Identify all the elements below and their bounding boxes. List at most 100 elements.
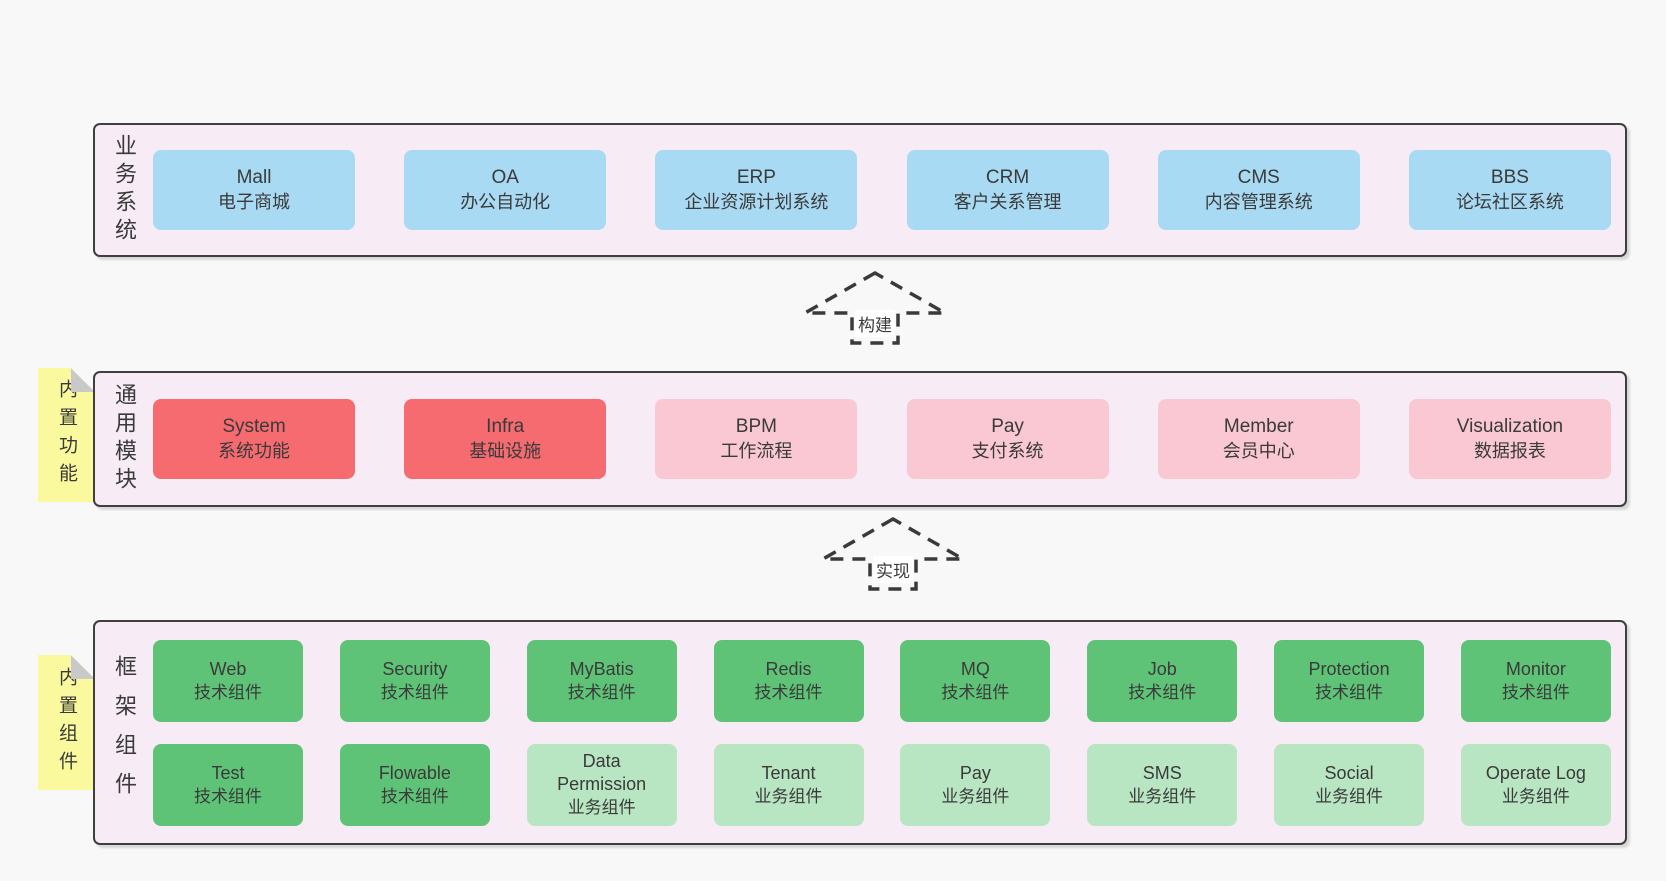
note-fold-icon bbox=[71, 655, 95, 679]
module-box: Protection 技术组件 bbox=[1274, 639, 1425, 722]
build-arrow: 构建 bbox=[800, 269, 950, 347]
module-name-zh: 数据报表 bbox=[1473, 441, 1546, 461]
module-name-en: Pay bbox=[959, 762, 991, 783]
module-name-en: Protection bbox=[1308, 658, 1390, 679]
module-name-en: CMS bbox=[1237, 167, 1280, 188]
module-name-zh: 业务组件 bbox=[567, 798, 636, 817]
module-name-en: Job bbox=[1147, 658, 1177, 679]
module-row: Mall 电子商城 OA 办公自动化 ERP 企业资源计划系统 CRM 客户关系… bbox=[153, 150, 1611, 230]
module-row: Web 技术组件 Security 技术组件 MyBatis 技术组件 Redi… bbox=[153, 639, 1611, 722]
sticky-note-built-in-features: 内置功能 bbox=[38, 368, 95, 502]
module-name-en: BPM bbox=[735, 416, 777, 437]
module-name-en: Test bbox=[211, 762, 245, 783]
module-name-en: Redis bbox=[765, 658, 812, 679]
module-name-en: SMS bbox=[1142, 762, 1182, 783]
module-box: Mall 电子商城 bbox=[153, 150, 355, 230]
module-name-zh: 技术组件 bbox=[194, 682, 262, 702]
module-rows: Mall 电子商城 OA 办公自动化 ERP 企业资源计划系统 CRM 客户关系… bbox=[153, 125, 1625, 255]
module-name-zh: 业务组件 bbox=[1501, 786, 1570, 806]
module-name-zh: 技术组件 bbox=[1128, 682, 1197, 702]
implement-arrow: 实现 bbox=[818, 515, 968, 593]
module-name-en: Security bbox=[382, 658, 448, 679]
module-rows: Web 技术组件 Security 技术组件 MyBatis 技术组件 Redi… bbox=[153, 622, 1625, 843]
module-name-zh: 电子商城 bbox=[218, 192, 290, 212]
module-box: BBS 论坛社区系统 bbox=[1408, 150, 1611, 230]
module-name-en: Visualization bbox=[1456, 416, 1564, 437]
module-row: System 系统功能 Infra 基础设施 BPM 工作流程 Pay 支付系统… bbox=[153, 399, 1611, 479]
module-box: Visualization 数据报表 bbox=[1408, 399, 1611, 479]
module-name-en: Infra bbox=[486, 416, 525, 437]
arrow-label: 构建 bbox=[855, 310, 895, 337]
module-name-zh: 基础设施 bbox=[469, 441, 542, 461]
module-name-en: Monitor bbox=[1505, 658, 1566, 679]
module-name-zh: 业务组件 bbox=[754, 786, 823, 806]
module-name-zh: 技术组件 bbox=[754, 682, 823, 702]
module-name-en: OA bbox=[491, 167, 519, 188]
module-name-en: CRM bbox=[985, 167, 1030, 188]
sticky-note-label: 内置功能 bbox=[56, 379, 77, 491]
module-name-zh: 办公自动化 bbox=[460, 192, 551, 212]
module-box: CRM 客户关系管理 bbox=[906, 150, 1109, 230]
module-name-en: Operate Log bbox=[1485, 762, 1586, 783]
module-name-en: MQ bbox=[960, 658, 990, 679]
module-row: Test 技术组件 Flowable 技术组件 Data Permission … bbox=[153, 743, 1611, 826]
module-name-zh: 客户关系管理 bbox=[953, 192, 1062, 212]
module-name-zh: 技术组件 bbox=[380, 786, 449, 806]
module-name-en: BBS bbox=[1490, 167, 1529, 188]
module-name-en: System bbox=[222, 416, 286, 437]
module-name-zh: 企业资源计划系统 bbox=[684, 192, 829, 212]
module-box: Data Permission 业务组件 bbox=[526, 743, 677, 826]
module-box: Social 业务组件 bbox=[1274, 743, 1425, 826]
module-rows: System 系统功能 Infra 基础设施 BPM 工作流程 Pay 支付系统… bbox=[153, 373, 1625, 505]
module-box: Job 技术组件 bbox=[1087, 639, 1238, 722]
module-name-en: MyBatis bbox=[569, 658, 634, 679]
module-box: MyBatis 技术组件 bbox=[526, 639, 677, 722]
module-box: BPM 工作流程 bbox=[655, 399, 858, 479]
module-name-en: Social bbox=[1324, 762, 1374, 783]
panel-label-area: 框架组件 bbox=[95, 622, 153, 843]
module-name-en: ERP bbox=[736, 167, 776, 188]
panel-title: 通用模块 bbox=[112, 383, 137, 495]
sticky-note-label: 内置组件 bbox=[56, 666, 77, 779]
module-box: Test 技术组件 bbox=[153, 743, 303, 826]
module-box: Pay 业务组件 bbox=[900, 743, 1051, 826]
module-box: System 系统功能 bbox=[153, 399, 355, 479]
module-name-zh: 会员中心 bbox=[1222, 441, 1295, 461]
module-name-zh: 系统功能 bbox=[218, 441, 290, 461]
module-box: CMS 内容管理系统 bbox=[1157, 150, 1360, 230]
module-name-zh: 支付系统 bbox=[971, 441, 1044, 461]
module-name-en: Member bbox=[1223, 416, 1294, 437]
panel-label-area: 业务系统 bbox=[95, 125, 153, 255]
module-box: Monitor 技术组件 bbox=[1460, 639, 1611, 722]
module-name-zh: 业务组件 bbox=[1315, 786, 1384, 806]
module-name-zh: 技术组件 bbox=[1315, 682, 1384, 702]
sticky-note-built-in-components: 内置组件 bbox=[38, 655, 95, 790]
module-box: ERP 企业资源计划系统 bbox=[655, 150, 858, 230]
note-fold-icon bbox=[71, 368, 95, 392]
panel-title: 业务系统 bbox=[112, 134, 137, 246]
module-name-zh: 业务组件 bbox=[1128, 786, 1197, 806]
module-name-zh: 技术组件 bbox=[567, 682, 636, 702]
module-name-zh: 技术组件 bbox=[380, 682, 449, 702]
module-name-en: Flowable bbox=[378, 762, 451, 783]
up-arrow-icon bbox=[800, 270, 950, 345]
module-box: MQ 技术组件 bbox=[900, 639, 1051, 722]
module-box: SMS 业务组件 bbox=[1087, 743, 1238, 826]
module-name-zh: 论坛社区系统 bbox=[1455, 192, 1564, 212]
module-name-en: Web bbox=[209, 658, 247, 679]
panel-framework-components: 框架组件 Web 技术组件 Security 技术组件 MyBatis 技术组件… bbox=[93, 620, 1627, 845]
module-name-zh: 业务组件 bbox=[941, 786, 1010, 806]
module-box: Tenant 业务组件 bbox=[713, 743, 864, 826]
panel-common-modules: 通用模块 System 系统功能 Infra 基础设施 BPM 工作流程 Pay… bbox=[93, 371, 1627, 507]
module-name-en: Tenant bbox=[761, 762, 816, 783]
module-name-zh: 技术组件 bbox=[941, 682, 1010, 702]
module-name-en: Data Permission bbox=[557, 751, 647, 794]
module-box: Redis 技术组件 bbox=[713, 639, 864, 722]
module-box: Security 技术组件 bbox=[339, 639, 490, 722]
up-arrow-icon bbox=[818, 516, 968, 591]
module-box: Infra 基础设施 bbox=[404, 399, 607, 479]
module-box: Operate Log 业务组件 bbox=[1460, 743, 1611, 826]
module-box: Flowable 技术组件 bbox=[339, 743, 490, 826]
module-box: OA 办公自动化 bbox=[404, 150, 607, 230]
